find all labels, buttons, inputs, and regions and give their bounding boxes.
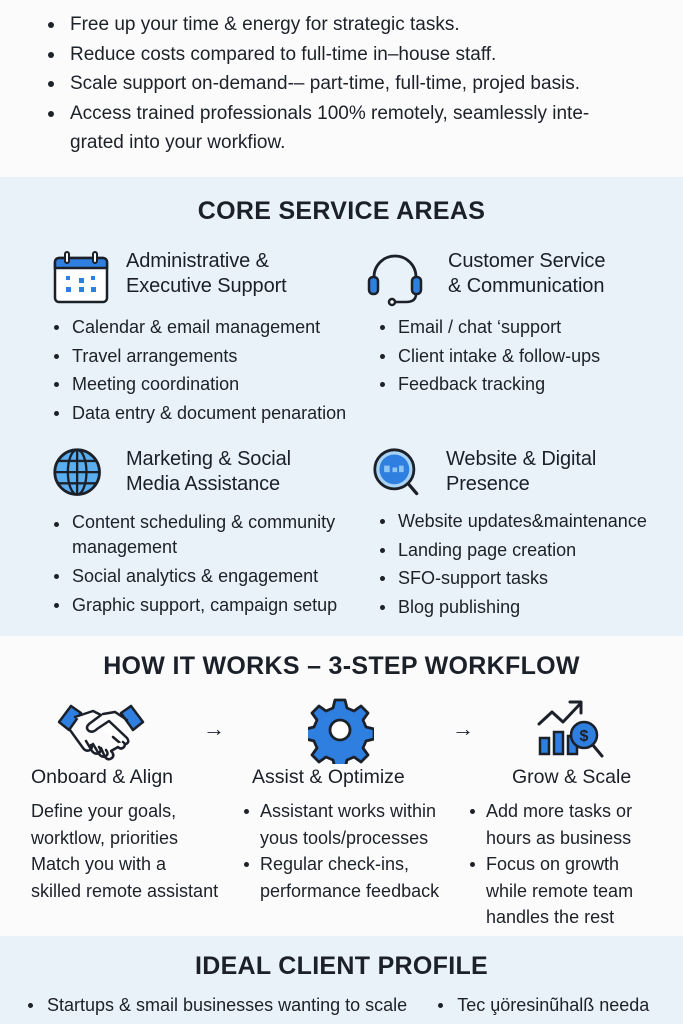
arrow-icon: → xyxy=(203,716,225,741)
service-admin-list: Calendar & email management Travel arran… xyxy=(52,313,372,427)
magnifier-icon xyxy=(373,448,419,496)
benefits-section: Free up your time & energy for strategic… xyxy=(0,0,683,177)
service-item: Meeting coordination xyxy=(52,370,372,399)
service-item: Content scheduling & community managemen… xyxy=(52,510,372,562)
service-website-header: Website & Digital Presence xyxy=(372,447,596,501)
step-title: Onboard & Align xyxy=(31,766,174,788)
workflow-section: HOW IT WORKS – 3-STEP WORKFLOW → → $ Onb… xyxy=(0,636,683,936)
headset-icon xyxy=(367,254,423,307)
step-item: Assistant works within yous tools/proces… xyxy=(240,798,439,851)
service-item: Feedback tracking xyxy=(378,370,678,399)
service-item: Landing page creation xyxy=(378,536,683,565)
service-title: Customer Service & Communication xyxy=(448,250,606,297)
ideal-client-list: Startups & smail businesses wanting to s… xyxy=(25,993,683,1017)
calendar-icon xyxy=(53,251,109,304)
benefit-item: Free up your time & energy for strategic… xyxy=(48,10,648,40)
ideal-client-item: Startups & smail businesses wanting to s… xyxy=(25,993,407,1017)
step-text-line: worktlow, priorities xyxy=(31,827,179,848)
dollar-glyph: $ xyxy=(580,728,589,745)
service-title: Marketing & Social Media Assistance xyxy=(126,448,291,495)
step-grow-list: Add more tasks or hours as business Focu… xyxy=(466,798,633,931)
step-text-line: skilled remote assistant xyxy=(31,880,219,901)
growth-chart-icon: $ xyxy=(537,700,604,758)
service-customer-list: Email / chat ‘support Client intake & fo… xyxy=(378,313,678,399)
service-item: Client intake & follow-ups xyxy=(378,342,678,371)
service-admin-header: Administrative & Executive Support xyxy=(52,249,287,307)
service-item: Blog publishing xyxy=(378,593,683,622)
service-item: Data entry & document penaration xyxy=(52,399,372,428)
core-services-section: CORE SERVICE AREAS Administrative & Exec… xyxy=(0,177,683,636)
service-item: Graphic support, campaign setup xyxy=(52,591,372,620)
step-item: Add more tasks or hours as business xyxy=(466,798,633,851)
service-item: Travel arrangements xyxy=(52,342,372,371)
step-item: Focus on growth while remote team handle… xyxy=(466,851,633,931)
step-assist-list: Assistant works within yous tools/proces… xyxy=(240,798,439,904)
service-item: Calendar & email management xyxy=(52,313,372,342)
handshake-icon xyxy=(57,704,145,761)
arrow-icon: → xyxy=(452,716,474,741)
benefit-item: Scale support on-demand-– part-time, ful… xyxy=(48,69,648,99)
section-title: CORE SERVICE AREAS xyxy=(197,197,486,225)
benefit-item-line: Access trained professionals 100% remote… xyxy=(70,102,590,124)
service-title: Administrative & Executive Support xyxy=(126,250,287,297)
step-item: Regular check-ins, performance feedback xyxy=(240,851,439,904)
ideal-client-item: Tec u̧öresinũhalß needa xyxy=(435,993,649,1017)
step-onboard-text: Define your goals, worktlow, priorities … xyxy=(31,798,218,904)
step-text-line: Define your goals, xyxy=(31,801,177,821)
gear-icon xyxy=(308,698,374,764)
globe-icon xyxy=(53,448,101,496)
section-title: IDEAL CLIENT PROFILE xyxy=(194,952,489,980)
service-customer-header: Customer Service & Communication xyxy=(366,249,605,307)
service-item: Email / chat ‘support xyxy=(378,313,678,342)
step-title: Grow & Scale xyxy=(512,766,632,788)
benefit-item: Reduce costs compared to full-time in–ho… xyxy=(48,40,648,70)
service-website-list: Website updates&maintenance Landing page… xyxy=(378,507,683,621)
service-marketing-list: Content scheduling & community managemen… xyxy=(52,510,372,619)
step-title: Assist & Optimize xyxy=(252,766,405,788)
benefits-list: Free up your time & energy for strategic… xyxy=(48,10,648,158)
section-title: HOW IT WORKS – 3-STEP WORKFLOW xyxy=(103,652,580,680)
step-text-line: Match you with a xyxy=(31,854,167,874)
benefit-item: Access trained professionals 100% remote… xyxy=(48,99,648,158)
ideal-client-section: IDEAL CLIENT PROFILE Startups & smail bu… xyxy=(0,936,683,1024)
service-item: Website updates&maintenance xyxy=(378,507,683,536)
service-marketing-header: Marketing & Social Media Assistance xyxy=(52,447,291,501)
service-item: SFO-support tasks xyxy=(378,564,683,593)
benefit-item-line: grated into your workfiow. xyxy=(70,132,286,153)
service-title: Website & Digital Presence xyxy=(446,448,597,495)
service-item: Social analytics & engagement xyxy=(52,562,372,591)
